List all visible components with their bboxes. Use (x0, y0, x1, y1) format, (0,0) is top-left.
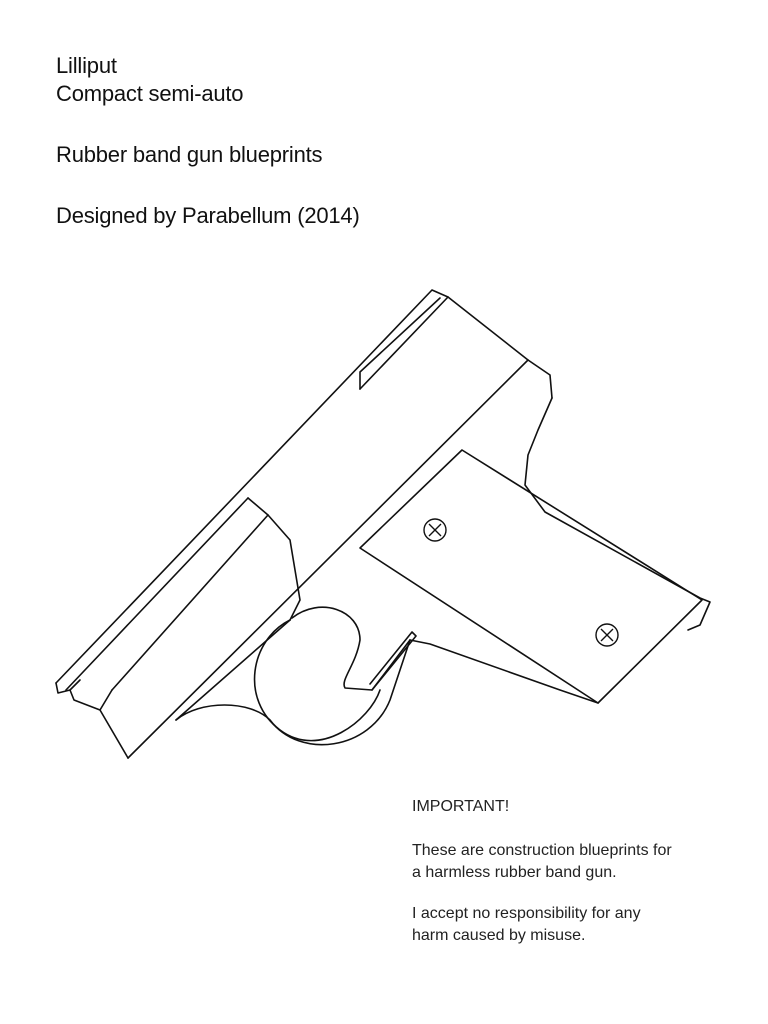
trigger (291, 606, 411, 691)
trigger-guard-inner (253, 619, 381, 742)
frame-lower-edge (175, 619, 291, 721)
notice-heading: IMPORTANT! (412, 798, 510, 815)
trigger-bar (369, 631, 417, 691)
slide-rear-upper (447, 296, 553, 399)
blueprint-description: Rubber band gun blueprints (56, 142, 323, 167)
blueprint-subtitle: Compact semi-auto (56, 81, 244, 106)
notice-paragraph-2: I accept no responsibility for any harm … (412, 903, 742, 947)
muzzle-inner (69, 679, 81, 691)
frame-backstrap (524, 397, 711, 631)
slide-inner-line (65, 497, 249, 691)
grip-panel (359, 449, 703, 704)
trigger-guard-outer (175, 639, 411, 746)
designer-credit: Designed by Parabellum (2014) (56, 203, 360, 228)
disclaimer-notice: IMPORTANT! These are construction bluepr… (412, 796, 742, 966)
slide-step (111, 497, 269, 691)
cross-head-screw-icon (423, 518, 447, 542)
notice-para2-line1: I accept no responsibility for any (412, 905, 641, 922)
blueprint-name: Lilliput (56, 53, 117, 78)
notice-paragraph-1: These are construction blueprints for a … (412, 840, 742, 884)
muzzle (55, 682, 129, 759)
slide-top-edge (55, 289, 449, 684)
gun-line-drawing (40, 270, 730, 780)
frame-trigger-area (267, 514, 301, 621)
notice-para2-line2: harm caused by misuse. (412, 927, 586, 944)
notice-para1-line1: These are construction blueprints for (412, 842, 672, 859)
notice-para1-line2: a harmless rubber band gun. (412, 864, 617, 881)
slide-rear-sight (359, 297, 441, 390)
grip-bottom (409, 639, 599, 704)
frame-front (99, 689, 113, 711)
slide-lower-edge (127, 359, 529, 759)
gun-outline-svg (55, 289, 711, 759)
cross-head-screw-icon (595, 623, 619, 647)
title-block: Lilliput Compact semi-auto Rubber band g… (56, 52, 360, 230)
